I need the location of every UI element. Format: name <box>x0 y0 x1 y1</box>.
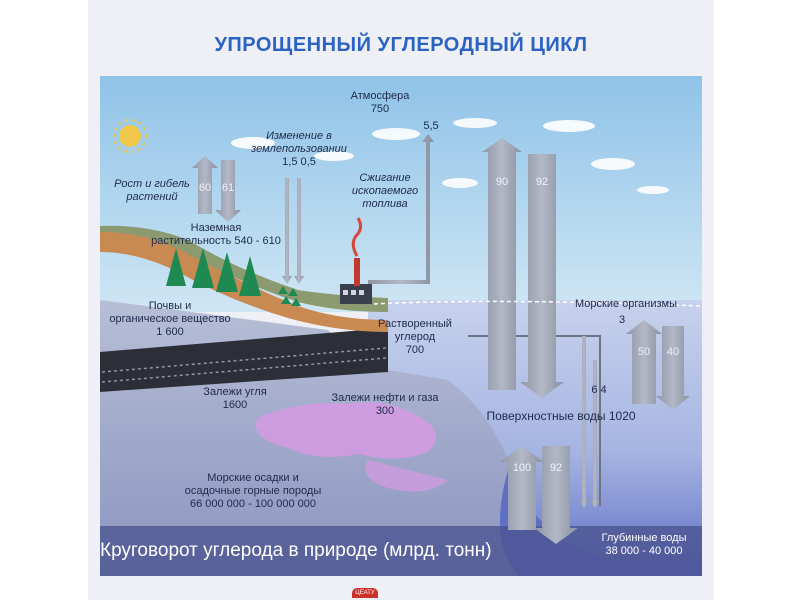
sediments-label: Морские осадки и осадочные горные породы… <box>184 472 322 510</box>
deep-waters-label: Глубинные воды 38 000 - 40 000 <box>601 532 687 557</box>
marine-up-value: 50 <box>637 346 651 358</box>
arrows <box>192 134 690 544</box>
surface-waters-label: Поверхностные воды 1020 <box>486 409 636 423</box>
coal-label: Залежи угля 1600 <box>203 386 267 411</box>
deep-down-value: 92 <box>549 462 563 474</box>
fossil-emission-value: 5,5 <box>423 120 439 132</box>
coal-seam <box>100 328 388 392</box>
marine-down-value: 40 <box>666 346 680 358</box>
cloud-icon <box>231 118 669 194</box>
page-title: УПРОЩЕННЫЙ УГЛЕРОДНЫЙ ЦИКЛ <box>214 34 588 56</box>
marine-down-arrow <box>656 326 690 410</box>
soil-layer <box>100 226 388 332</box>
ocean-up-arrow <box>482 138 522 390</box>
oil-gas-deposits <box>256 402 436 459</box>
sink-arrow-2 <box>590 360 600 508</box>
soils-label: Почвы и органическое вещество 1 600 <box>109 300 231 338</box>
seedlings-icon <box>278 286 301 306</box>
logo: ЦЕАТУ <box>352 588 378 598</box>
land-use-arrow-1 <box>282 178 292 284</box>
plant-down-value: 61 <box>221 182 235 194</box>
ocean-down-arrow <box>520 154 564 398</box>
caption-bar <box>100 526 702 576</box>
marine-organisms-label: Морские организмы <box>574 298 677 310</box>
fossil-arrow <box>368 134 434 284</box>
sink-values: 6 4 <box>591 384 607 396</box>
plant-growth-label: Рост и гибель растений <box>114 178 190 203</box>
slide: УПРОЩЕННЫЙ УГЛЕРОДНЫЙ ЦИКЛ Атмосфера 750… <box>88 0 714 600</box>
oil-gas-label: Залежи нефти и газа 300 <box>331 392 439 417</box>
trees-icon <box>166 248 261 296</box>
land-vegetation-label: Наземная растительность 540 - 610 <box>151 222 281 247</box>
sink-arrow-1 <box>579 336 589 508</box>
carbon-cycle-diagram <box>100 76 703 576</box>
dissolved-carbon-label: Растворенный углерод 700 <box>378 318 452 356</box>
plant-up-arrow <box>192 156 218 214</box>
sun-icon <box>113 119 147 153</box>
deep-up-arrow <box>500 446 544 530</box>
land-use-arrow-2 <box>294 178 304 284</box>
fuel-burning-label: Сжигание ископаемого топлива <box>351 172 419 210</box>
factory-icon <box>340 217 372 304</box>
caption: Круговорот углерода в природе (млрд. тон… <box>100 540 492 561</box>
deep-up-value: 100 <box>512 462 532 474</box>
marine-organisms-value: 3 <box>618 314 626 326</box>
plant-down-arrow <box>215 160 241 222</box>
marine-up-arrow <box>626 320 662 404</box>
atmosphere-label: Атмосфера 750 <box>350 90 410 115</box>
land-use-change-label: Изменение в землепользовании 1,5 0,5 <box>251 130 347 168</box>
sea-surface-line <box>373 300 703 307</box>
ocean-up-value: 90 <box>495 176 509 188</box>
deep-down-arrow <box>534 446 578 544</box>
ocean-down-value: 92 <box>535 176 549 188</box>
plant-up-value: 60 <box>198 182 212 194</box>
